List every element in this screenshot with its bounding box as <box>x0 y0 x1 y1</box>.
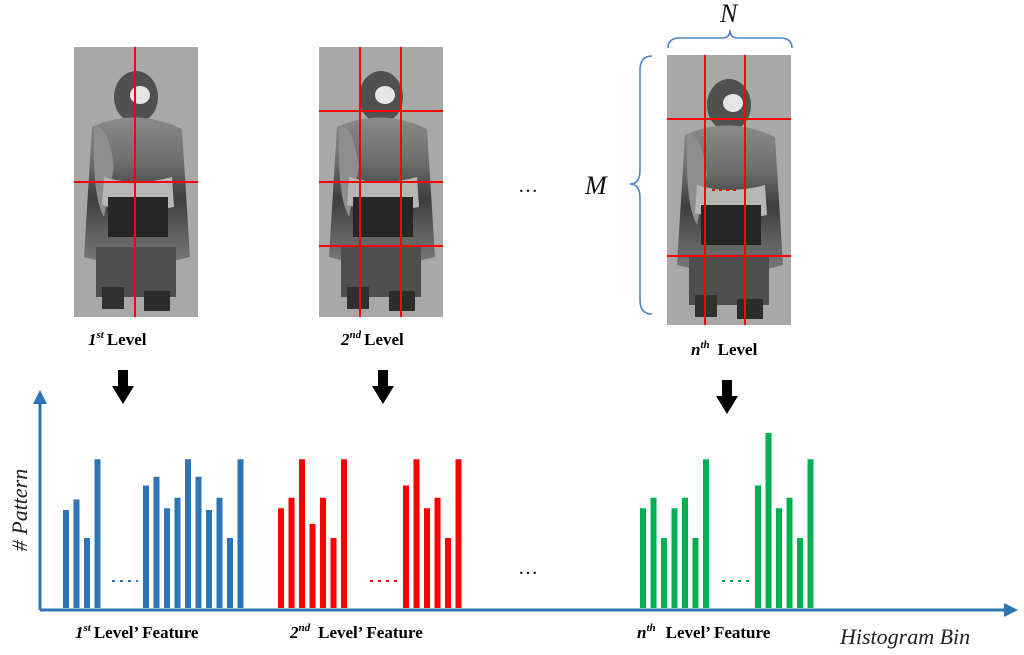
n-brace <box>667 29 793 49</box>
histogram-bar <box>216 497 223 608</box>
histogram-bar <box>288 497 295 608</box>
histogram-bar <box>445 538 451 608</box>
histogram-bar <box>776 508 782 608</box>
down-arrow-icon <box>112 370 134 404</box>
level-2-image <box>319 47 443 317</box>
x-axis-arrow-icon <box>1004 603 1018 617</box>
level-1-image <box>74 47 198 317</box>
histogram-bar <box>755 485 761 608</box>
histogram-bar <box>661 538 667 608</box>
histogram-bar <box>94 459 101 608</box>
histogram-ellipsis: … <box>518 557 538 579</box>
histogram-bar <box>765 433 772 608</box>
down-arrow-icon <box>372 370 394 404</box>
histogram-bar <box>227 538 233 608</box>
histogram-bar <box>455 459 462 608</box>
histogram-bar <box>797 538 803 608</box>
image-ellipsis: … <box>518 175 538 197</box>
level-n-image <box>667 55 791 325</box>
histogram-bar <box>206 510 212 608</box>
histogram-bar <box>671 508 678 608</box>
histogram-bar <box>237 459 244 608</box>
histogram-bar <box>153 476 160 608</box>
histogram-bar <box>341 459 347 608</box>
y-axis-label: # Pattern <box>7 469 32 552</box>
histogram-bar <box>63 510 69 608</box>
m-label: M <box>584 171 608 200</box>
histogram-bar <box>84 538 90 608</box>
histogram-bar <box>278 508 284 608</box>
y-axis-arrow-icon <box>33 390 47 404</box>
histogram-bar <box>413 459 420 608</box>
histogram-bar <box>174 497 181 608</box>
histogram-bar <box>309 524 316 608</box>
histogram-bar <box>185 459 191 608</box>
histogram-bar <box>692 538 699 608</box>
histogram-bar <box>703 459 709 608</box>
histogram-bar <box>650 497 657 608</box>
histogram-bar <box>164 508 170 608</box>
histogram-bar <box>807 459 814 608</box>
histogram-bar <box>320 497 326 608</box>
histogram-bar <box>640 508 646 608</box>
m-brace <box>629 55 653 315</box>
histogram-bar <box>682 497 688 608</box>
histogram-bar <box>143 485 149 608</box>
histogram-bar <box>434 497 441 608</box>
histogram-bar <box>330 538 337 608</box>
histogram-bar <box>73 499 80 608</box>
down-arrow-icon <box>716 380 738 414</box>
histogram-bar <box>786 497 793 608</box>
histogram-bar <box>299 459 305 608</box>
histogram-bar <box>195 476 202 608</box>
histogram-bar <box>403 485 409 608</box>
histogram-bars <box>63 433 814 608</box>
n-label: N <box>719 0 739 28</box>
histogram-bar <box>424 508 430 608</box>
x-axis-label: Histogram Bin <box>839 624 970 649</box>
